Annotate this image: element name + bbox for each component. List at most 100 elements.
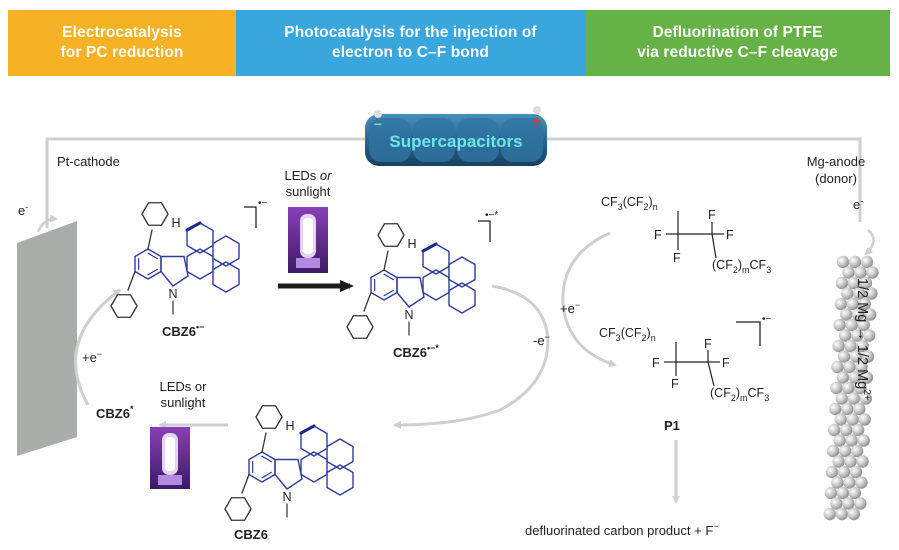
mg-sphere xyxy=(843,360,856,374)
mg-sphere xyxy=(832,339,845,353)
leds-or-sunlight-top: LEDs or xyxy=(285,168,333,183)
fused-ring-bottom xyxy=(448,282,476,314)
mg-sphere xyxy=(841,287,854,300)
mg-sphere xyxy=(846,413,859,426)
mg-sphere xyxy=(830,381,843,395)
mg-sphere xyxy=(861,350,875,363)
mg-sphere xyxy=(835,276,849,290)
double-bond xyxy=(147,268,158,276)
mg-sphere xyxy=(859,392,873,405)
mg-sphere xyxy=(857,434,870,447)
phenyl-bond-bottom xyxy=(127,270,136,291)
mg-sphere xyxy=(837,350,851,363)
mg-sphere xyxy=(854,381,867,395)
mg-sphere xyxy=(849,465,863,479)
mg-sphere xyxy=(824,486,838,500)
circuit-wire xyxy=(45,137,862,228)
n-atom-label: N xyxy=(404,308,413,322)
mg-sphere xyxy=(847,276,861,290)
mg-sphere xyxy=(825,465,839,479)
mg-sphere xyxy=(866,266,879,279)
mg-sphere xyxy=(838,329,852,342)
mg-sphere xyxy=(833,318,846,332)
svg-text:F: F xyxy=(654,228,662,242)
sunlight-top: sunlight xyxy=(286,184,331,199)
mg-sphere xyxy=(831,360,844,374)
leds-or-bottom: LEDs or xyxy=(160,379,208,394)
supercapacitors-pack: + − Supercapacitors xyxy=(365,106,547,166)
double-bond xyxy=(147,252,158,260)
mg-sphere xyxy=(834,297,847,311)
svg-text:F: F xyxy=(671,377,679,391)
double-bond xyxy=(383,273,394,281)
plus-e-right-label: +e− xyxy=(560,300,580,316)
header-photocatalysis-line1: Photocatalysis for the injection of xyxy=(284,24,537,41)
mg-sphere xyxy=(837,465,851,479)
cbz6-structure: HN xyxy=(224,405,354,521)
mg-sphere xyxy=(855,476,868,489)
cbz6-radical-anion-structure: HN xyxy=(110,202,240,318)
mg-sphere xyxy=(864,308,877,321)
anode-electron-arrow xyxy=(864,229,875,256)
bay-bond xyxy=(421,242,438,253)
plus-e-left-label: +e− xyxy=(82,349,102,365)
svg-text:•−: •− xyxy=(762,314,772,325)
n-atom-label: N xyxy=(282,490,291,504)
h-atom-label: H xyxy=(407,237,416,251)
mg-sphere xyxy=(854,497,867,510)
mg-anode-donor-label: (donor) xyxy=(815,171,857,186)
bay-bond xyxy=(299,424,316,435)
p1-cf3-chain: CF3(CF2)n xyxy=(599,326,656,343)
mg-sphere xyxy=(850,329,864,342)
fused-ring-mid xyxy=(212,235,240,267)
mg-sphere xyxy=(840,308,853,321)
p1-label: P1 xyxy=(664,418,680,433)
mg-sphere xyxy=(862,329,876,342)
mg-sphere xyxy=(829,402,842,416)
mg-sphere xyxy=(848,486,862,500)
mg-sphere xyxy=(835,507,848,521)
header-defluorination: Defluorination of PTFE via reductive C–F… xyxy=(585,10,890,76)
mg-anode-electrode xyxy=(823,255,879,521)
phenyl-ring-bottom xyxy=(224,497,252,521)
anode-electron-label: e- xyxy=(853,196,863,212)
phenyl-bond-bottom xyxy=(241,473,250,494)
mg-sphere xyxy=(832,455,845,468)
mg-sphere xyxy=(842,497,855,510)
mg-sphere xyxy=(833,434,846,447)
svg-text:F: F xyxy=(726,228,734,242)
mg-sphere xyxy=(849,350,863,363)
cbz6-label: CBZ6 xyxy=(234,527,268,542)
pt-cathode-label: Pt-cathode xyxy=(57,154,120,169)
mg-sphere xyxy=(844,455,857,468)
ptfe-structure: CF3(CF2)n F F F F (CF2)mCF3 xyxy=(601,195,771,275)
mg-anode-label: Mg-anode xyxy=(807,154,866,169)
mg-sphere xyxy=(836,255,850,269)
fused-ring-mid xyxy=(448,256,476,288)
mg-sphere xyxy=(859,276,873,290)
mg-sphere xyxy=(840,423,853,437)
mg-sphere xyxy=(838,444,852,458)
n-atom-label: N xyxy=(168,287,177,301)
mg-sphere xyxy=(856,339,869,353)
svg-text:•−: •− xyxy=(258,198,268,209)
ptfe-reduction-arrow xyxy=(561,231,617,367)
anode-reaction-label: 1/2 Mg → 1/2 Mg2+ xyxy=(854,278,872,401)
mg-sphere xyxy=(847,507,860,521)
mg-sphere xyxy=(823,507,836,521)
mg-sphere xyxy=(860,255,874,269)
phenyl-ring-top xyxy=(377,223,405,247)
mg-sphere xyxy=(828,423,841,437)
radical-bracket-2: •−* xyxy=(478,210,498,242)
sunlight-bottom: sunlight xyxy=(161,395,206,410)
double-bond xyxy=(383,289,394,297)
svg-text:F: F xyxy=(708,208,716,222)
cbz6-excited-radical-anion-structure: HN xyxy=(346,223,476,339)
phenyl-ring-bottom xyxy=(110,294,138,318)
radical-bracket-1: •− xyxy=(244,198,268,228)
mg-sphere xyxy=(848,371,862,384)
mg-sphere xyxy=(855,360,868,374)
mg-sphere xyxy=(842,381,855,395)
mg-sphere xyxy=(854,266,867,279)
